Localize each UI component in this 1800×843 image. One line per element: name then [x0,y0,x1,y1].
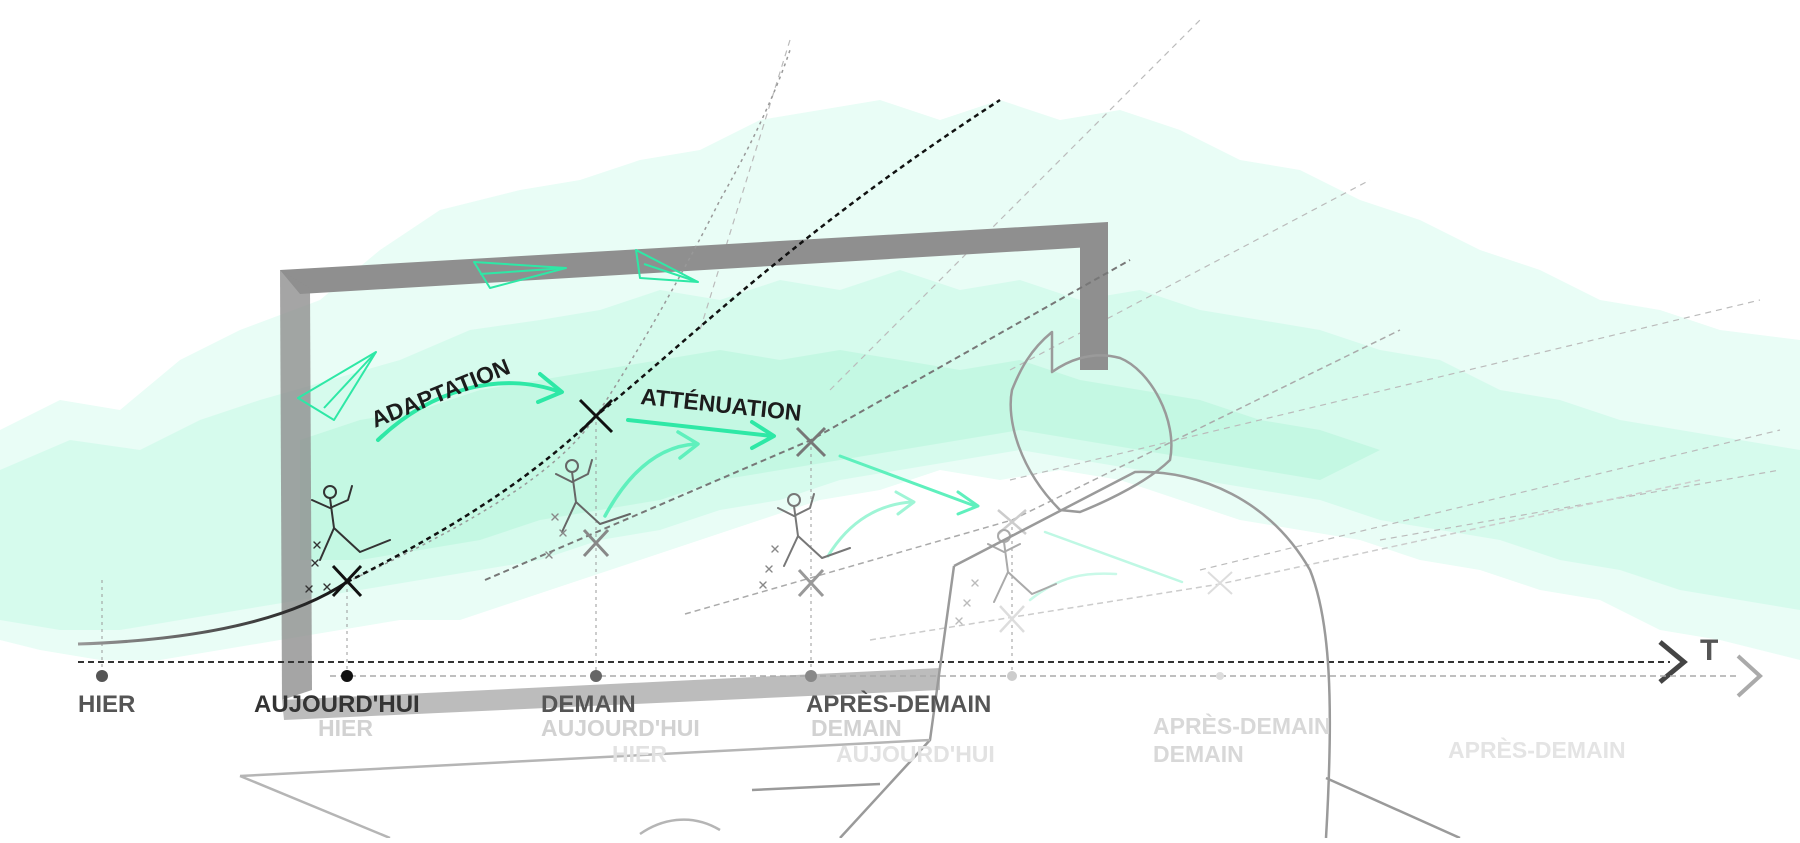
runner-icon-demain [555,459,631,533]
guide-line [1379,469,1781,541]
label-demain: DEMAIN [541,691,636,718]
small-arrowhead-apres [894,490,916,516]
projection-main [346,98,1001,584]
dot-future-2 [1216,672,1224,680]
uncertainty-cloud [0,100,1800,660]
marker-demain-low [582,528,610,558]
frame-top [280,222,1108,294]
axis-dots [96,670,1224,682]
dot-hier [96,670,108,682]
axis-symbol: T [1700,634,1718,667]
label-hier-shifted-2: HIER [612,741,667,767]
attenuation-arrow [626,418,774,438]
dot-aujourdhui [341,670,353,682]
window-frame [280,222,1108,720]
paper-plane-icon [473,261,567,289]
marker-apres-top [795,426,827,458]
label-aujourdhui: AUJOURD'HUI [254,691,420,718]
frame-right [1080,246,1108,370]
projection-steep [346,49,791,583]
runner-icon-aujourdhui [311,485,391,561]
trail-crosses [545,513,779,589]
dot-apres-demain [805,670,817,682]
drop-lines [101,415,1013,676]
attenuation-arrow-2 [838,454,977,508]
desk-edge [239,738,931,840]
adaptation-arrow [376,381,562,442]
marker-apres-low [797,568,825,598]
projection-apres [684,329,1401,615]
runner-icon-future [987,529,1057,603]
frame-left [280,270,312,700]
runner-figures [305,459,1057,625]
label-aujourdhui-shifted: AUJOURD'HUI [541,715,700,741]
guide-line [1199,429,1781,571]
paper-planes [297,249,699,421]
axis-arrowhead-ghost [1736,654,1763,698]
hand [639,818,721,836]
guide-line [699,39,791,331]
small-arrow-demain [603,442,698,518]
small-arrow-future [1028,572,1118,602]
paper-plane-icon [297,351,377,421]
label-aujourdhui-shifted-2: AUJOURD'HUI [836,741,995,767]
label-hier-shifted: HIER [318,715,373,741]
trail-crosses [955,579,979,625]
label-apres-demain-shifted: APRÈS-DEMAIN [1153,712,1331,739]
mint-arrows [376,372,1184,602]
past-curve [77,580,348,646]
marker-demain-top [578,398,614,434]
observer-head [1009,330,1173,514]
label-hier: HIER [78,691,135,718]
marker-aujourdhui [331,564,363,598]
attenuation-arrowhead-2 [956,490,980,516]
observer-shoulder [1325,776,1461,840]
observer-elbow [751,782,881,792]
label-demain-shifted-2: DEMAIN [1153,741,1244,767]
observer-silhouette [239,330,1461,840]
frame-bottom [282,668,940,720]
time-axis: T [78,634,1763,698]
observer-body [953,470,1332,839]
marker-future-low [999,605,1025,633]
trail-crosses [305,541,331,593]
guide-line [1009,299,1761,481]
label-demain-shifted: DEMAIN [811,715,902,741]
label-apres-demain: APRÈS-DEMAIN [806,690,991,718]
label-apres-demain-far: APRÈS-DEMAIN [1448,736,1626,763]
attenuation-arrow-3 [1043,530,1184,584]
timeline-labels: HIER AUJOURD'HUI DEMAIN APRÈS-DEMAIN HIE… [78,690,1626,767]
axis-arrowhead-main [1658,640,1688,684]
marker-far [1207,571,1233,595]
paper-plane-icon [635,249,699,283]
attenuation-arrowhead [750,420,776,450]
dot-future-1 [1007,671,1017,681]
dot-demain [590,670,602,682]
runner-icon-apres [777,493,851,567]
small-arrow-apres [826,500,914,558]
guide-lines [699,19,1781,571]
adaptation-arrowhead [536,372,564,404]
small-arrowhead-demain [676,430,700,460]
guide-line [1009,179,1371,371]
